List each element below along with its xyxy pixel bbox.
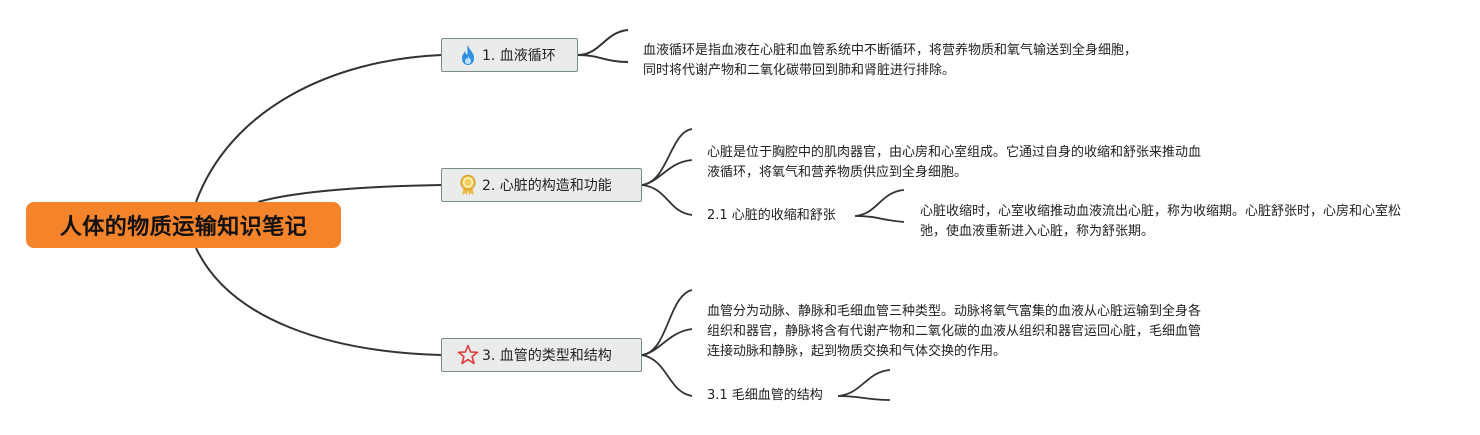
branch-blood-circulation[interactable]: 1. 血液循环	[441, 38, 578, 72]
connector-branch2-note	[641, 128, 693, 186]
connector-branch3-sub	[641, 354, 693, 397]
root-topic[interactable]: 人体的物质运输知识笔记	[26, 202, 341, 248]
flame-icon	[456, 43, 480, 67]
connector-root-branch3	[195, 247, 442, 356]
star-outline-icon	[456, 343, 480, 367]
connector-branch1-note	[577, 29, 629, 63]
connector-root-branch1	[195, 54, 442, 203]
connector-sub31-child	[837, 369, 891, 401]
connector-branch3-note	[641, 289, 693, 356]
connector-root-branch2	[257, 184, 442, 203]
subtopic-capillary-structure[interactable]: 3.1 毛细血管的结构	[707, 388, 823, 403]
branch-heart-structure[interactable]: 2. 心脏的构造和功能	[441, 168, 642, 202]
note-vessel-types: 血管分为动脉、静脉和毛细血管三种类型。动脉将氧气富集的血液从心脏运输到全身各组织…	[707, 304, 1202, 359]
note-heart-contraction: 心脏收缩时，心室收缩推动血液流出心脏，称为收缩期。心脏舒张时，心房和心室松弛，使…	[920, 204, 1402, 239]
note-blood-circulation: 血液循环是指血液在心脏和血管系统中不断循环，将营养物质和氧气输送到全身细胞，同时…	[643, 43, 1138, 78]
note-heart-structure: 心脏是位于胸腔中的肌肉器官，由心房和心室组成。它通过自身的收缩和舒张来推动血液循…	[707, 145, 1202, 180]
connector-branch3-note-b	[641, 328, 693, 356]
connector-sub21-note	[854, 189, 905, 223]
branch-vessel-types[interactable]: 3. 血管的类型和结构	[441, 338, 642, 372]
branch-label: 3. 血管的类型和结构	[482, 348, 612, 364]
connector-branch2-sub	[641, 184, 693, 216]
connector-branch2-note-b	[641, 159, 693, 186]
subtopic-heart-contraction[interactable]: 2.1 心脏的收缩和舒张	[707, 208, 836, 223]
award-ribbon-icon	[456, 173, 480, 197]
root-topic-label: 人体的物质运输知识笔记	[59, 215, 308, 240]
branch-label: 1. 血液循环	[482, 48, 556, 64]
branch-label: 2. 心脏的构造和功能	[482, 178, 612, 194]
